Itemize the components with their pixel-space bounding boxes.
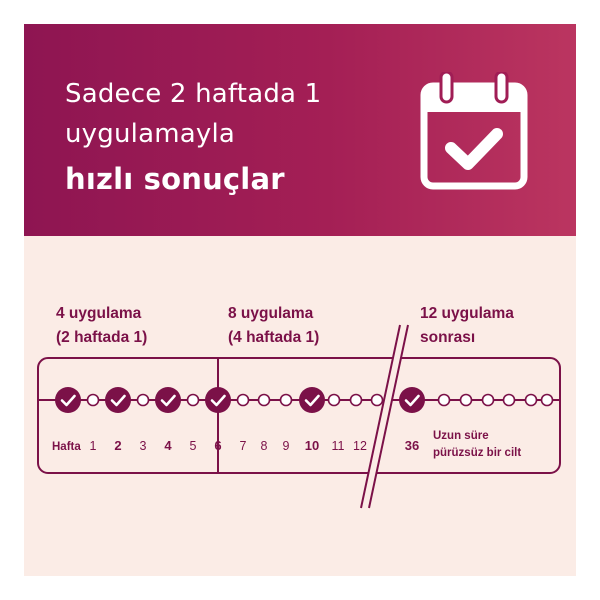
week-axis-label: Hafta: [52, 441, 81, 453]
week-dot: [370, 393, 384, 407]
week-dot: [524, 393, 538, 407]
timeline-break-line-1: [360, 324, 401, 509]
week-dot: [540, 393, 554, 407]
check-circle-icon: [155, 387, 181, 413]
headline-line-1: Sadece 2 haftada 1: [65, 79, 322, 109]
check-circle-icon: [399, 387, 425, 413]
week-dot: [86, 393, 100, 407]
timeline-frame: [37, 357, 561, 474]
check-mark-icon: [404, 394, 420, 407]
check-circle-icon: [299, 387, 325, 413]
week-label: 3: [140, 439, 147, 453]
week-label: 8: [261, 439, 268, 453]
check-circle-icon: [105, 387, 131, 413]
group-2-subtitle: (4 haftada 1): [228, 329, 319, 346]
week-dot: [481, 393, 495, 407]
week-dot: [279, 393, 293, 407]
week-dot: [502, 393, 516, 407]
week-dot: [257, 393, 271, 407]
check-circle-icon: [55, 387, 81, 413]
headline-line-2: uygulamayla: [65, 119, 236, 149]
headline-line-3: hızlı sonuçlar: [65, 162, 285, 196]
header-banner: Sadece 2 haftada 1 uygulamayla hızlı son…: [24, 24, 576, 236]
check-mark-icon: [304, 394, 320, 407]
week-label: 36: [405, 438, 419, 453]
check-mark-icon: [110, 394, 126, 407]
week-dot: [349, 393, 363, 407]
headline: Sadece 2 haftada 1 uygulamayla hızlı son…: [65, 74, 321, 202]
week-label: 9: [283, 439, 290, 453]
week-dot: [186, 393, 200, 407]
group-1-subtitle: (2 haftada 1): [56, 329, 147, 346]
week-dot: [236, 393, 250, 407]
week-label: 4: [164, 438, 172, 453]
infographic-card: Sadece 2 haftada 1 uygulamayla hızlı son…: [24, 24, 576, 576]
application-timeline: 4 uygulama (2 haftada 1) 8 uygulama (4 h…: [37, 305, 561, 509]
group-3-subtitle: sonrası: [420, 329, 475, 346]
timeline-markers: [55, 387, 554, 413]
week-label: 12: [353, 439, 367, 453]
timeline-break-gap: [361, 325, 408, 508]
end-note-line-1: Uzun süre: [433, 430, 489, 442]
week-label: 2: [114, 438, 121, 453]
group-3-title: 12 uygulama: [420, 305, 514, 322]
check-mark-icon: [210, 394, 226, 407]
end-note-line-2: pürüzsüz bir cilt: [433, 447, 521, 459]
week-label: 5: [190, 439, 197, 453]
week-label: 7: [240, 439, 247, 453]
timeline-break-line-2: [368, 324, 409, 509]
week-dot: [327, 393, 341, 407]
week-label: 11: [332, 439, 345, 453]
calendar-check-icon: [420, 72, 528, 190]
week-dot: [136, 393, 150, 407]
group-2-title: 8 uygulama: [228, 305, 314, 322]
week-label: 10: [305, 438, 319, 453]
check-mark-icon: [60, 394, 76, 407]
week-dot: [459, 393, 473, 407]
week-dot: [437, 393, 451, 407]
check-circle-icon: [205, 387, 231, 413]
check-mark-icon: [160, 394, 176, 407]
week-label: 1: [90, 439, 97, 453]
week-label: 6: [214, 438, 221, 453]
group-1-title: 4 uygulama: [56, 305, 142, 322]
